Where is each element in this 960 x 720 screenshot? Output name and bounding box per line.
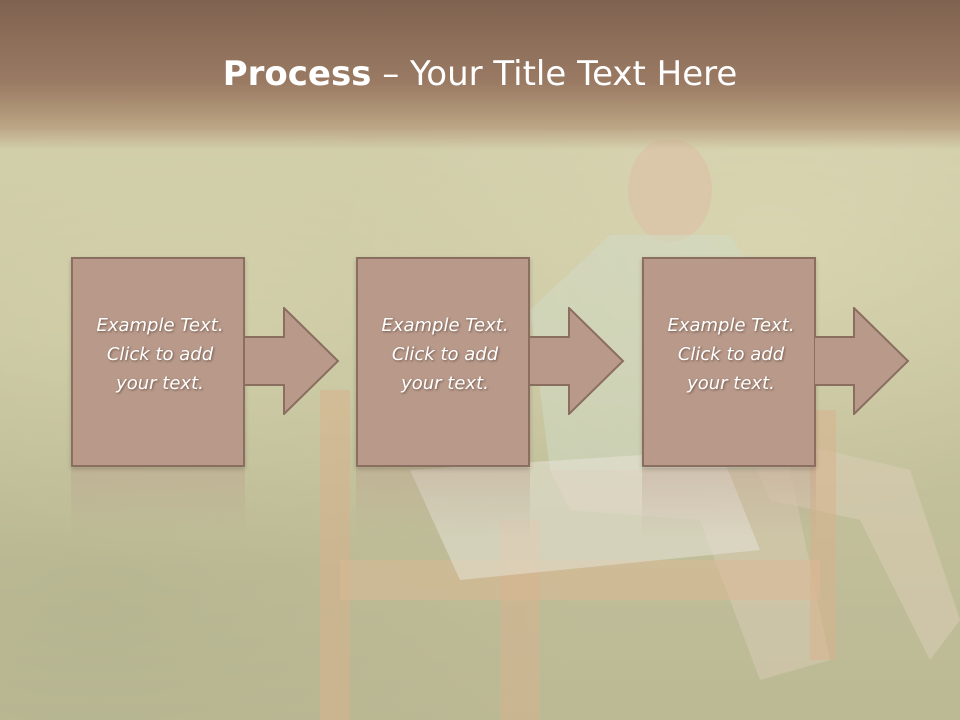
title-rest: – Your Title Text Here <box>371 54 738 94</box>
step-3-reflection <box>642 468 816 538</box>
step-1-arrow-icon <box>244 307 340 415</box>
step-1-box[interactable]: Example Text. Click to add your text. <box>71 257 245 467</box>
title-bold: Process <box>222 54 372 94</box>
step-3-box[interactable]: Example Text. Click to add your text. <box>642 257 816 467</box>
step-3-text[interactable]: Example Text. Click to add your text. <box>667 315 795 394</box>
slide-title[interactable]: Process – Your Title Text Here <box>0 52 960 96</box>
step-3-arrow-icon <box>814 307 910 415</box>
step-1-text[interactable]: Example Text. Click to add your text. <box>96 315 224 394</box>
step-2-box[interactable]: Example Text. Click to add your text. <box>356 257 530 467</box>
title-band <box>0 0 960 150</box>
step-1-reflection <box>71 468 245 538</box>
step-2-arrow-icon <box>529 307 625 415</box>
step-2-text[interactable]: Example Text. Click to add your text. <box>381 315 509 394</box>
step-2-reflection <box>356 468 530 538</box>
